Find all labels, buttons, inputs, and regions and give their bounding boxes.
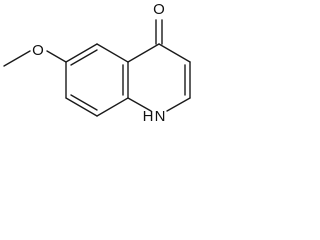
atom-nitrogen-hydrogen: H <box>143 108 154 125</box>
bond-benz-4 <box>96 97 129 117</box>
bond-benz-2 <box>96 43 129 63</box>
bond-methyl-oxygen <box>3 50 31 67</box>
bond-c2-n1 <box>166 97 191 112</box>
atom-carbonyl-oxygen: O <box>153 1 165 18</box>
atom-ring-nitrogen: N <box>155 108 166 125</box>
chemical-structure: O O H N <box>3 1 191 125</box>
bond-benz-1-inner <box>70 49 98 66</box>
bond-benz-5-inner <box>70 94 98 111</box>
bond-benz-5 <box>65 97 98 117</box>
bond-benz-1 <box>65 43 98 63</box>
bond-c4a-c4 <box>127 43 160 63</box>
atom-methoxy-oxygen: O <box>32 42 44 59</box>
bond-c4-c3 <box>158 43 191 63</box>
bond-oxygen-aromatic <box>46 50 67 63</box>
bond-n1-c8a <box>127 97 152 112</box>
